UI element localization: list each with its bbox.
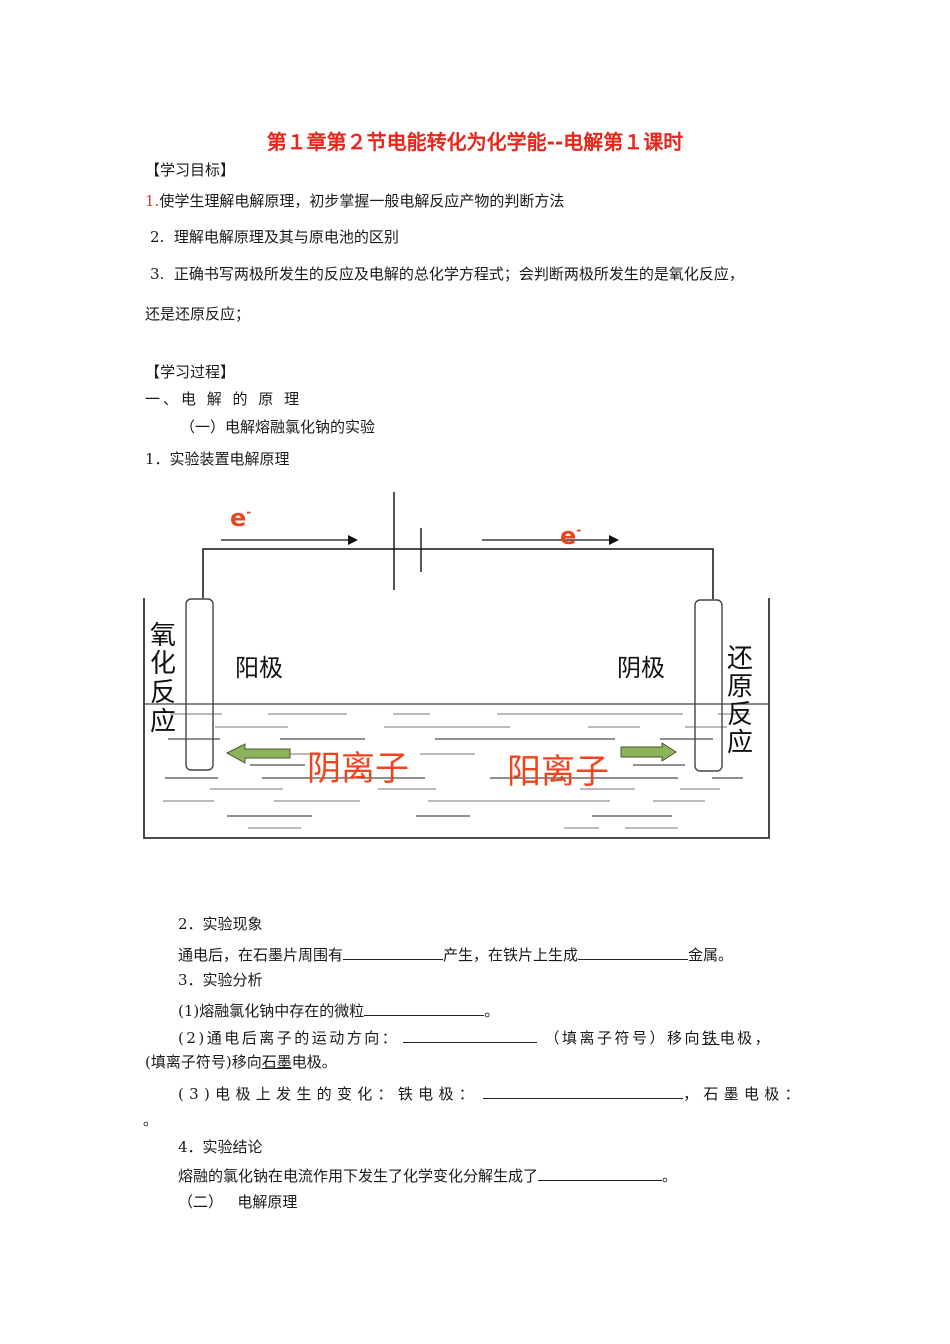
cation-migration-arrow [620, 742, 677, 762]
analysis-q3-text: (3)电极上发生的变化：铁电极： [178, 1085, 480, 1103]
conclusion-text: 熔融的氯化钠在电流作用下发生了化学变化分解生成了 。 [178, 1164, 677, 1186]
subsection-heading-2: （二） 电解原理 [178, 1192, 297, 1212]
iron-underlined: 铁 [702, 1029, 720, 1047]
anode-electrode [185, 598, 214, 771]
electrolytic-cell [143, 598, 770, 839]
anode-label: 阳极 [235, 654, 283, 682]
svg-text:原: 原 [727, 672, 753, 702]
anion-migration-arrow [225, 743, 291, 764]
svg-text:应: 应 [727, 728, 753, 758]
svg-text:化: 化 [150, 649, 176, 679]
phenomenon-text-b: 产生，在铁片上生成 [443, 946, 579, 964]
electrolysis-diagram: e- e- 阳极 阴极 氧 化 反 应 还 原 反 应 阴离子 阳离子 [143, 492, 770, 839]
electron-flow-arrow-left [221, 535, 358, 545]
cation-label: 阳离子 [507, 752, 609, 792]
reduction-reaction-label: 还 原 反 应 [727, 644, 753, 758]
analysis-q2: (2)通电后离子的运动方向： （填离子符号）移向铁电极， [178, 1026, 772, 1048]
circuit-wire [202, 548, 714, 599]
item-heading-1: 1．实验装置电解原理 [145, 450, 290, 468]
blank-iron-electrode-change[interactable] [483, 1082, 684, 1099]
objective-number: 3. [150, 265, 165, 283]
phenomenon-heading: 2．实验现象 [178, 915, 263, 933]
objective-item-3: 3. 正确书写两极所发生的反应及电解的总化学方程式；会判断两极所发生的是氧化反应… [150, 264, 744, 284]
phenomenon-text: 通电后，在石墨片周围有 产生，在铁片上生成 金属。 [178, 943, 733, 965]
subsection-2-text: 电解原理 [237, 1193, 298, 1211]
electron-symbol-right: e- [560, 522, 581, 550]
oxidation-reaction-label: 氧 化 反 应 [150, 621, 176, 737]
objective-item-1: 1.使学生理解电解原理，初步掌握一般电解反应产物的判断方法 [145, 191, 564, 211]
objective-number: 2. [150, 228, 165, 246]
objective-number: 1. [145, 192, 160, 210]
phenomenon-text-a: 通电后，在石墨片周围有 [178, 946, 344, 964]
analysis-q3-end: 。 [143, 1111, 159, 1129]
analysis-q1: (1)熔融氯化钠中存在的微粒 。 [178, 999, 499, 1021]
electron-symbol-left: e- [230, 504, 251, 532]
section-heading-1: 一、电 解 的 原 理 [145, 390, 303, 408]
blank-particles[interactable] [364, 999, 485, 1016]
subsection-2-label: （二） [178, 1193, 224, 1211]
anion-label: 阴离子 [307, 749, 409, 789]
objective-text: 使学生理解电解原理，初步掌握一般电解反应产物的判断方法 [159, 192, 565, 210]
subsection-heading-1: （一）电解熔融氯化钠的实验 [180, 418, 376, 436]
period: 。 [662, 1167, 678, 1185]
process-heading: 【学习过程】 [145, 363, 236, 381]
svg-text:反: 反 [727, 700, 753, 730]
svg-text:氧: 氧 [150, 621, 176, 651]
objectives-heading: 【学习目标】 [145, 161, 236, 179]
analysis-q2-text-b: （填离子符号）移向 [544, 1029, 703, 1047]
graphite-underlined: 石墨 [261, 1053, 292, 1071]
period: 。 [484, 1002, 500, 1020]
objective-item-3-continued: 还是还原反应； [145, 305, 251, 323]
analysis-q2-text-d: (填离子符号)移向 [145, 1053, 262, 1071]
conclusion-text-a: 熔融的氯化钠在电流作用下发生了化学变化分解生成了 [178, 1167, 539, 1185]
svg-text:应: 应 [150, 707, 176, 737]
page-title: 第１章第２节电能转化为化学能--电解第１课时 [266, 130, 684, 154]
electron-flow-arrow-right [482, 535, 619, 545]
analysis-q2-continued: (填离子符号)移向石墨电极。 [145, 1052, 337, 1072]
blank-iron-product[interactable] [578, 943, 689, 960]
blank-graphite-product[interactable] [343, 943, 444, 960]
analysis-q1-text: (1)熔融氯化钠中存在的微粒 [178, 1002, 365, 1020]
objective-text: 正确书写两极所发生的反应及电解的总化学方程式；会判断两极所发生的是氧化反应， [173, 265, 744, 283]
analysis-q2-text-c: 电极， [719, 1029, 773, 1047]
blank-conclusion-products[interactable] [538, 1164, 663, 1181]
analysis-q2-text: (2)通电后离子的运动方向： [178, 1029, 400, 1047]
molten-electrolyte-lines [163, 713, 750, 829]
conclusion-heading: 4．实验结论 [178, 1138, 263, 1156]
blank-ions-to-iron[interactable] [403, 1026, 538, 1043]
cathode-electrode [694, 599, 723, 772]
analysis-q3-text-b: ，石墨电极： [683, 1085, 805, 1103]
cathode-label: 阴极 [617, 654, 665, 682]
objective-item-2: 2. 理解电解原理及其与原电池的区别 [150, 227, 399, 247]
objective-text: 理解电解原理及其与原电池的区别 [173, 228, 399, 246]
phenomenon-text-c: 金属。 [688, 946, 734, 964]
analysis-heading: 3．实验分析 [178, 971, 263, 989]
analysis-q2-text-e: 电极。 [291, 1053, 337, 1071]
svg-text:还: 还 [727, 644, 753, 674]
svg-text:反: 反 [150, 678, 176, 708]
analysis-q3: (3)电极上发生的变化：铁电极： ，石墨电极： [178, 1082, 805, 1104]
